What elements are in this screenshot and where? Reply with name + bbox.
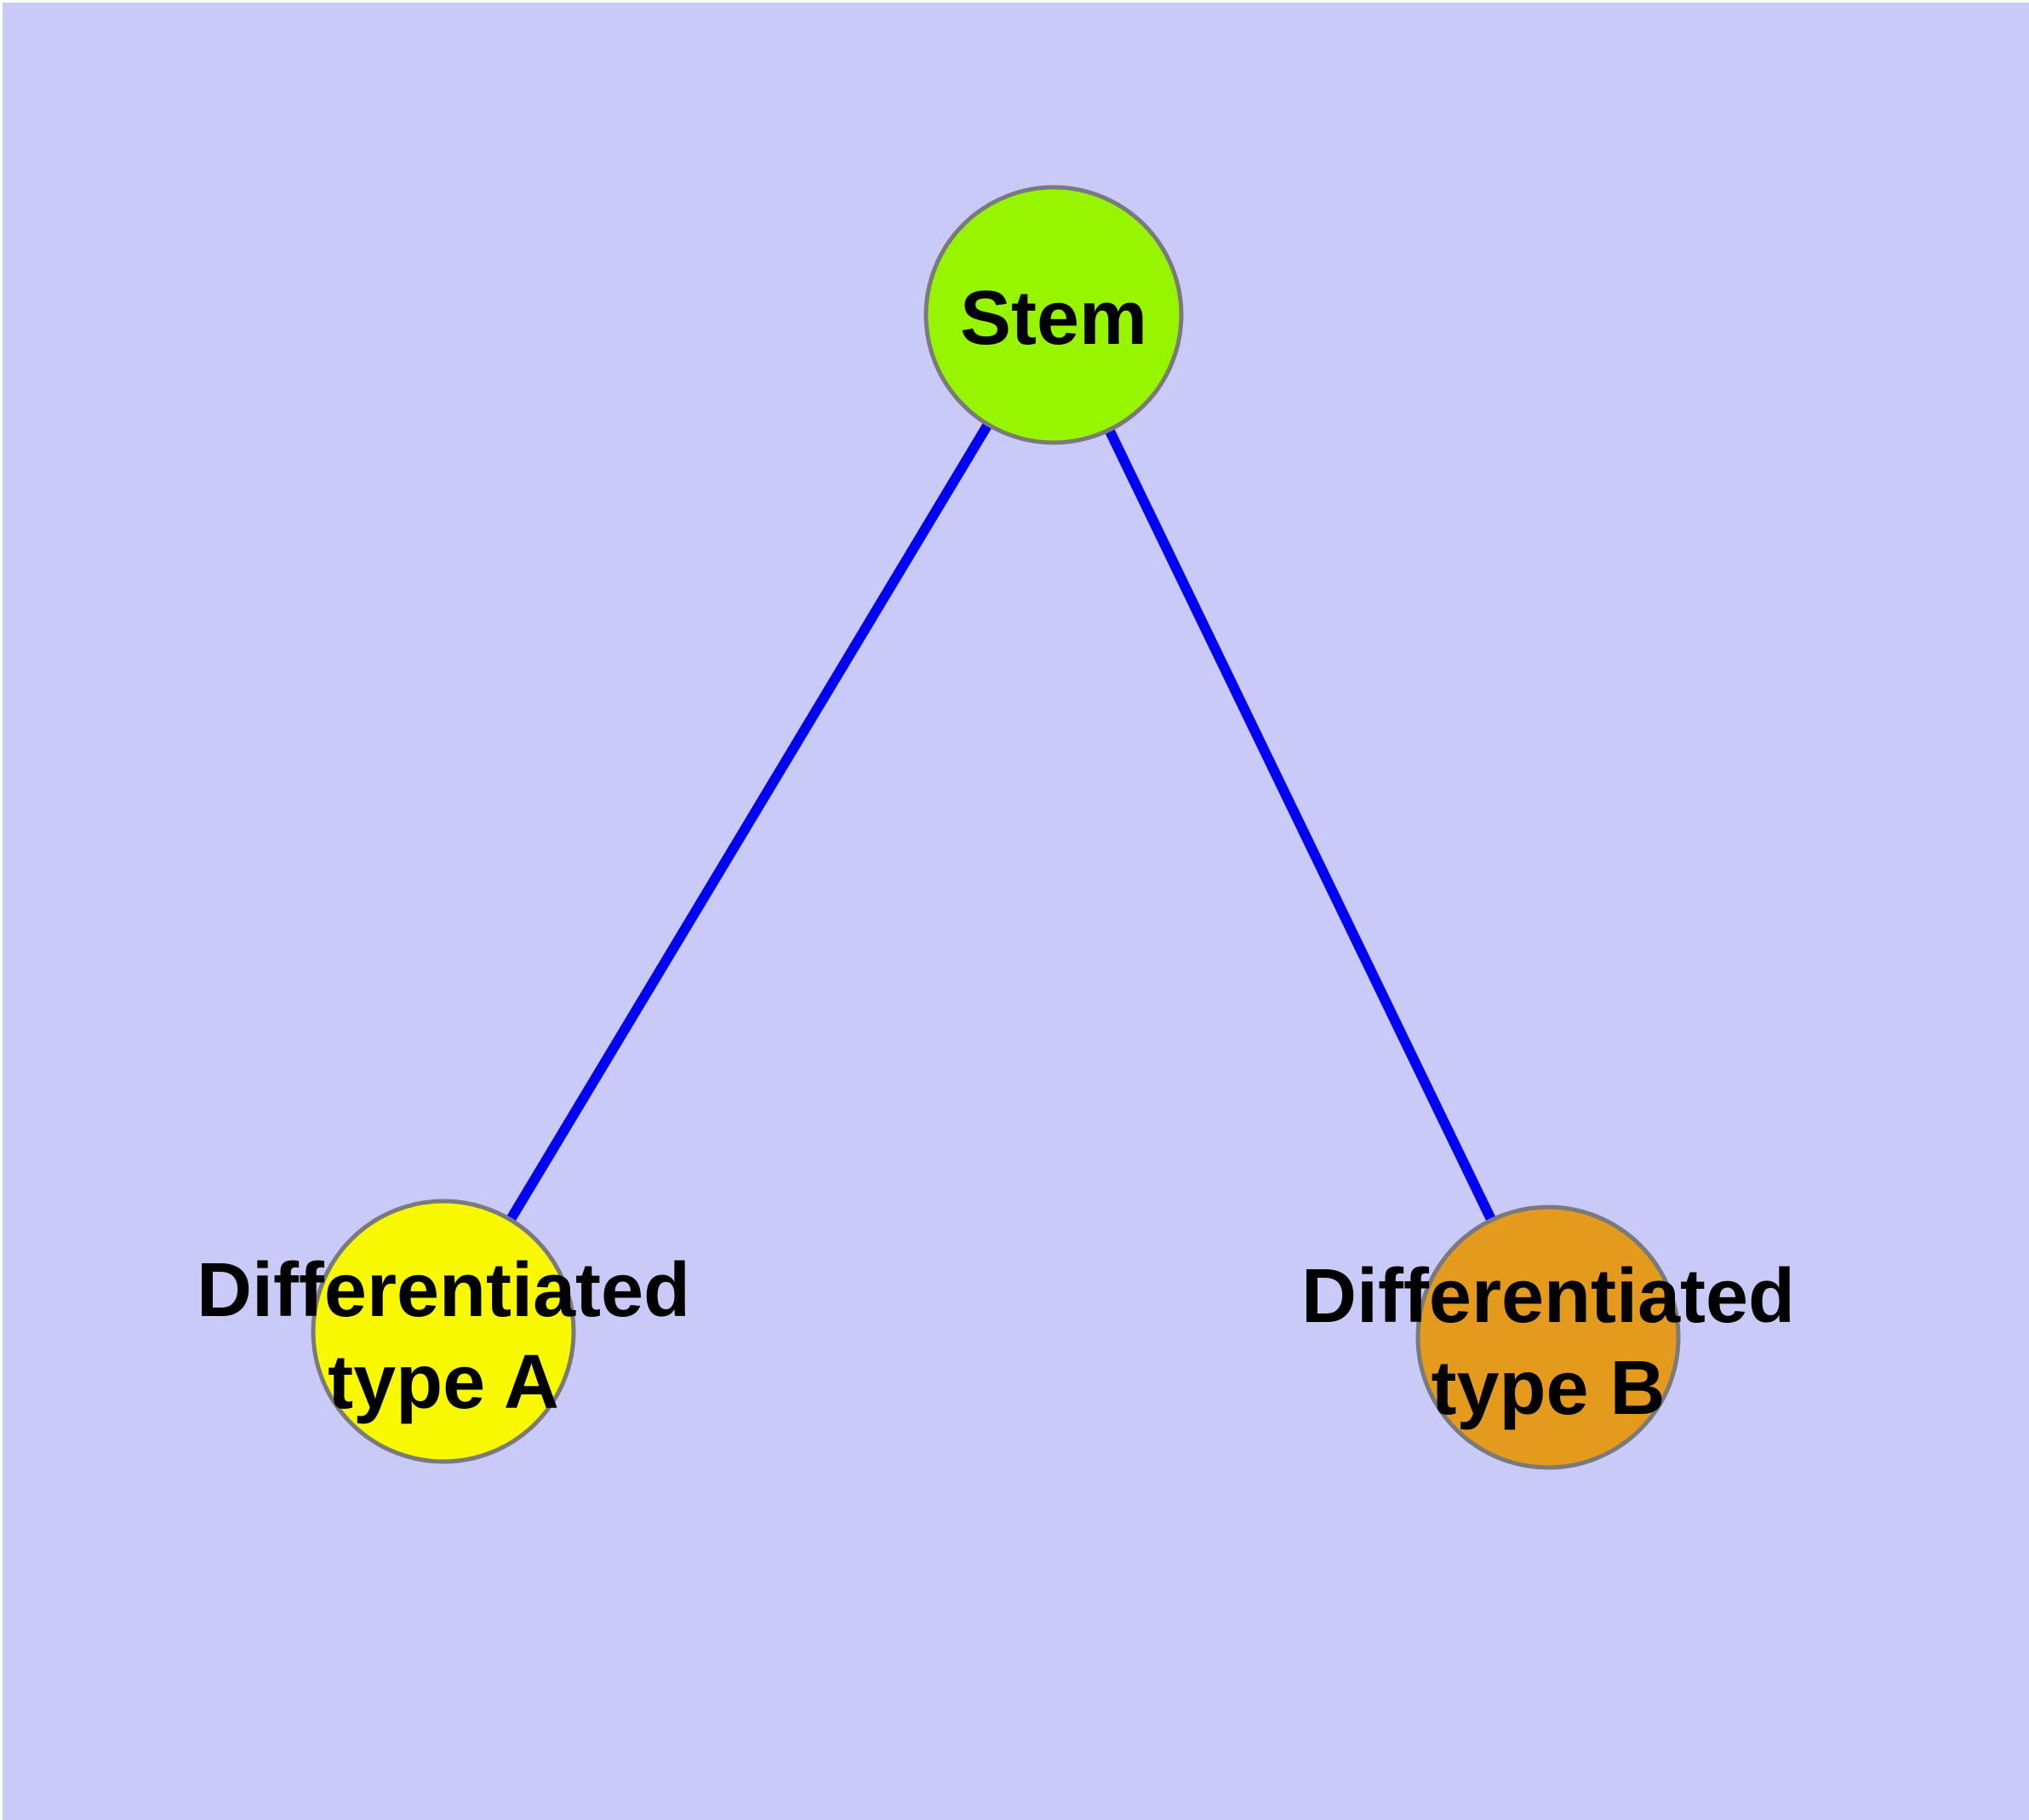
node-stem[interactable]: [923, 185, 1184, 445]
node-label-line: type A: [328, 1340, 559, 1425]
node-type-a[interactable]: [311, 1199, 576, 1464]
node-type-b[interactable]: [1415, 1205, 1681, 1470]
edge-stem-to-type-b[interactable]: [1049, 312, 1553, 1340]
node-label-line: Differentiated: [1301, 1254, 1795, 1339]
node-stem-label: Stem: [960, 276, 1147, 361]
node-label-line: Differentiated: [197, 1248, 690, 1333]
node-label-line: type B: [1431, 1346, 1665, 1431]
node-label-line: Stem: [960, 276, 1147, 361]
edge-stem-to-type-a[interactable]: [438, 312, 1059, 1335]
